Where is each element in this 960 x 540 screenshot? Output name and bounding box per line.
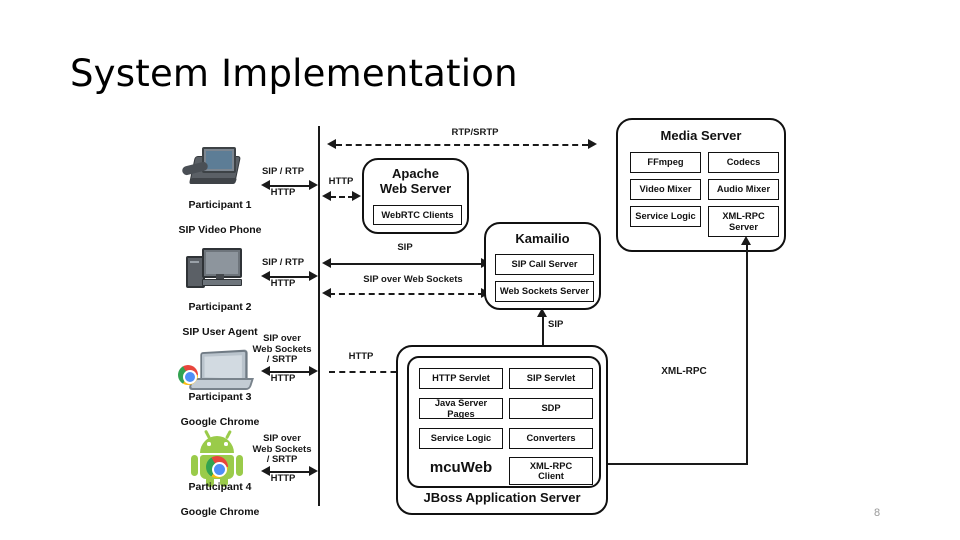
jboss-title: JBoss Application Server — [423, 490, 581, 505]
jboss-component-converters[interactable]: Converters — [509, 428, 593, 449]
mcuweb-container[interactable]: HTTP Servlet SIP Servlet Java Server Pag… — [407, 356, 601, 488]
page-title: System Implementation — [70, 52, 518, 95]
xml-rpc-horizontal-line — [591, 463, 748, 465]
rtp-srtp-arrow-right — [588, 139, 597, 149]
p3-link-line — [268, 371, 310, 373]
kamailio-component-websockets-server[interactable]: Web Sockets Server — [495, 281, 594, 302]
participant-3-label: Participant 3 Google Chrome — [158, 378, 282, 428]
sip-vertical-arrow-up — [537, 308, 547, 317]
http-apache-arrow-left — [322, 191, 331, 201]
media-component-service-logic[interactable]: Service Logic — [630, 206, 701, 227]
p4-link-line — [268, 471, 310, 473]
participant-4-label: Participant 4 Google Chrome — [158, 468, 282, 518]
p4-arrow-right — [309, 466, 318, 476]
participant-1-label: Participant 1 SIP Video Phone — [160, 186, 280, 236]
participant-3-device: Google Chrome — [180, 415, 260, 428]
client-server-boundary-line — [318, 126, 320, 506]
jboss-component-sip-servlet[interactable]: SIP Servlet — [509, 368, 593, 389]
participant-2-label: Participant 2 SIP User Agent — [160, 288, 280, 338]
http-apache-line — [330, 196, 354, 198]
xml-rpc-label: XML-RPC — [661, 366, 707, 377]
apache-web-server-title: Apache Web Server — [379, 166, 452, 196]
sip-arrow-left — [322, 258, 331, 268]
jboss-component-sdp[interactable]: SDP — [509, 398, 593, 419]
xml-rpc-vertical-line — [746, 243, 748, 465]
http-jboss-line — [329, 371, 417, 373]
p3-link-top-label: SIP over Web Sockets / SRTP — [252, 333, 312, 366]
rtp-srtp-arrow-left — [327, 139, 336, 149]
participant-4-name: Participant 4 — [188, 480, 252, 493]
sip-over-websockets-line — [329, 293, 484, 295]
http-jboss-label: HTTP — [348, 351, 374, 362]
media-component-xml-rpc-server[interactable]: XML-RPC Server — [708, 206, 779, 237]
chrome-logo-icon — [178, 365, 198, 385]
media-component-video-mixer[interactable]: Video Mixer — [630, 179, 701, 200]
p2-link-line — [268, 276, 310, 278]
http-apache-arrow-right — [352, 191, 361, 201]
p2-link-top-label: SIP / RTP — [261, 257, 305, 268]
p2-arrow-left — [261, 271, 270, 281]
p4-link-bottom-label: HTTP — [270, 473, 296, 484]
sip-over-websockets-label: SIP over Web Sockets — [363, 274, 463, 285]
p4-link-top-label: SIP over Web Sockets / SRTP — [252, 433, 312, 466]
p1-link-bottom-label: HTTP — [270, 187, 296, 198]
laptop-chrome-icon — [178, 345, 258, 391]
media-server[interactable]: Media Server FFmpeg Codecs Video Mixer A… — [616, 118, 786, 252]
p3-link-bottom-label: HTTP — [270, 373, 296, 384]
participant-4-device: Google Chrome — [180, 505, 260, 518]
p1-arrow-right — [309, 180, 318, 190]
page-number: 8 — [874, 507, 881, 519]
apache-component-webrtc-clients[interactable]: WebRTC Clients — [373, 205, 462, 225]
http-apache-label: HTTP — [328, 176, 354, 187]
sip-ws-arrow-left — [322, 288, 331, 298]
participant-1-name: Participant 1 — [188, 198, 252, 211]
p3-arrow-right — [309, 366, 318, 376]
p4-arrow-left — [261, 466, 270, 476]
participant-3-name: Participant 3 — [188, 390, 252, 403]
sip-label: SIP — [397, 242, 413, 253]
xml-rpc-arrow-up — [741, 236, 751, 245]
p1-link-top-label: SIP / RTP — [261, 166, 305, 177]
jboss-component-http-servlet[interactable]: HTTP Servlet — [419, 368, 503, 389]
sip-vertical-line — [542, 315, 544, 351]
media-component-ffmpeg[interactable]: FFmpeg — [630, 152, 701, 173]
participant-2-device: SIP User Agent — [182, 325, 258, 338]
android-chrome-icon — [186, 429, 248, 488]
media-component-audio-mixer[interactable]: Audio Mixer — [708, 179, 779, 200]
jboss-component-xml-rpc-client[interactable]: XML-RPC Client — [509, 457, 593, 485]
p1-arrow-left — [261, 180, 270, 190]
p2-link-bottom-label: HTTP — [270, 278, 296, 289]
kamailio-component-sip-call-server[interactable]: SIP Call Server — [495, 254, 594, 275]
sip-vertical-label: SIP — [548, 319, 564, 330]
p1-link-line — [268, 185, 310, 187]
apache-web-server[interactable]: Apache Web Server WebRTC Clients — [362, 158, 469, 234]
jboss-application-server[interactable]: JBoss Application Server HTTP Servlet SI… — [396, 345, 608, 515]
media-server-title: Media Server — [660, 128, 742, 143]
rtp-srtp-line — [336, 144, 588, 146]
chrome-logo-icon — [206, 456, 228, 478]
jboss-component-service-logic[interactable]: Service Logic — [419, 428, 503, 449]
p3-arrow-left — [261, 366, 270, 376]
mcuweb-title: mcuWeb — [429, 459, 493, 476]
desktop-computer-icon — [182, 240, 248, 288]
sip-video-phone-icon — [181, 142, 248, 188]
participant-2-name: Participant 2 — [188, 300, 252, 313]
p2-arrow-right — [309, 271, 318, 281]
participant-1-device: SIP Video Phone — [178, 223, 262, 236]
kamailio-title: Kamailio — [515, 231, 570, 246]
jboss-component-java-server-pages[interactable]: Java Server Pages — [419, 398, 503, 419]
sip-line — [329, 263, 484, 265]
kamailio-server[interactable]: Kamailio SIP Call Server Web Sockets Ser… — [484, 222, 601, 310]
media-component-codecs[interactable]: Codecs — [708, 152, 779, 173]
rtp-srtp-label: RTP/SRTP — [451, 127, 499, 138]
